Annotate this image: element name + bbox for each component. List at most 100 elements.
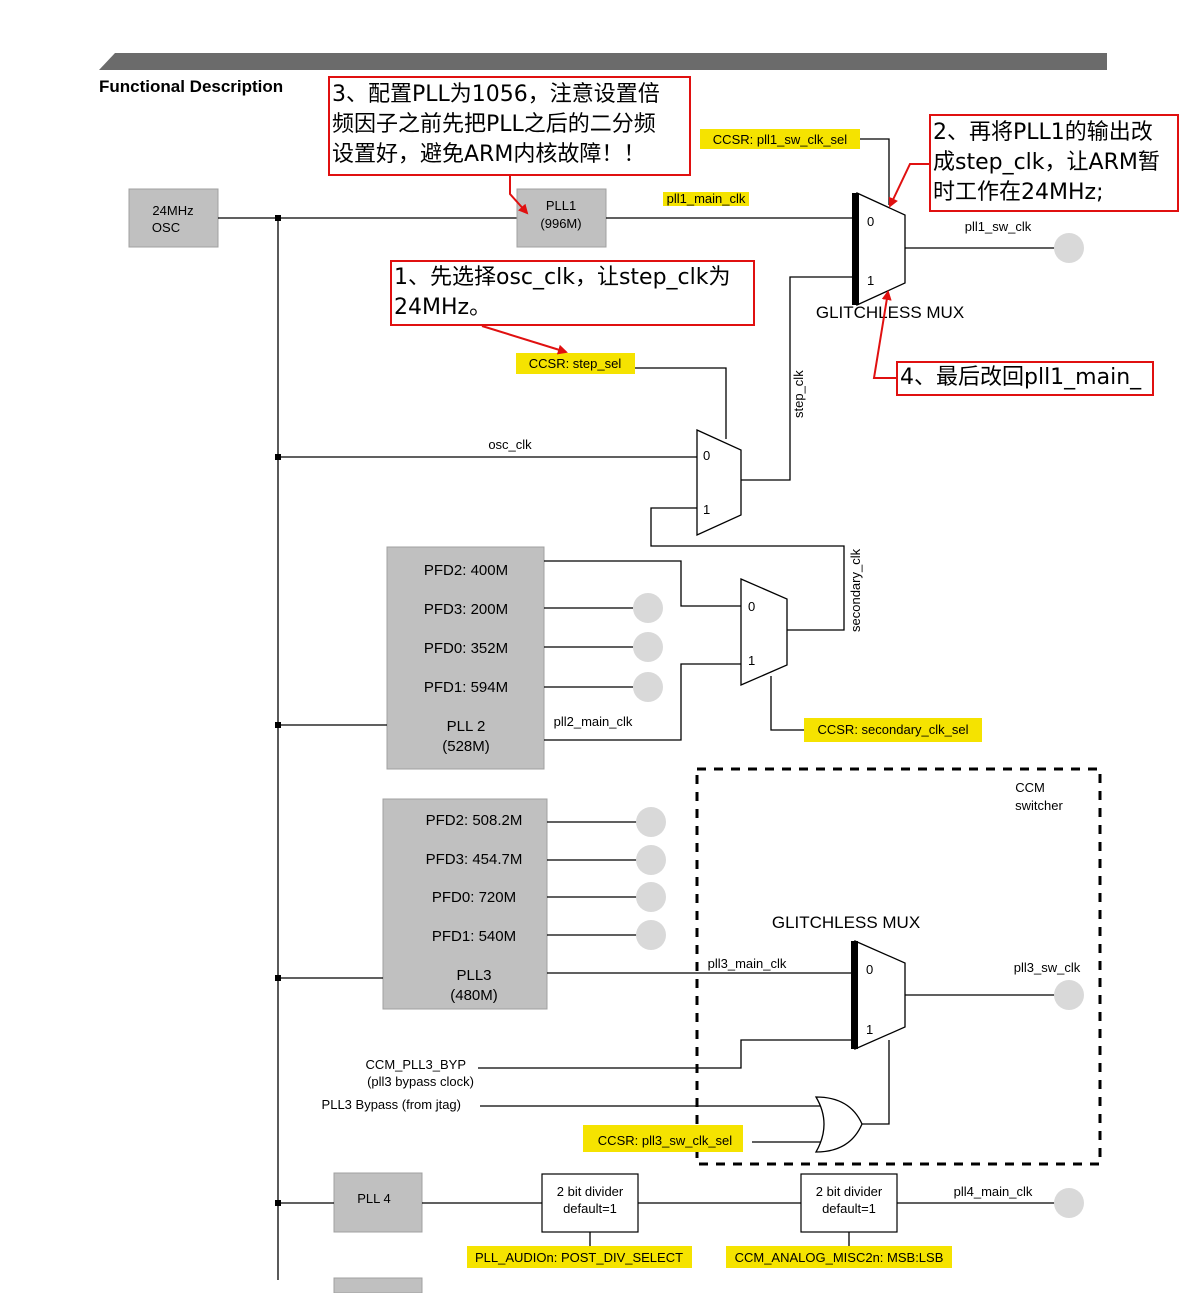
- svg-text:1: 1: [866, 1022, 873, 1037]
- pll3-freq: (480M): [450, 987, 498, 1004]
- pll2-pfd1-label: PFD1: 594M: [424, 679, 508, 696]
- pll2-freq: (528M): [442, 738, 490, 755]
- pll3-pfd3-label: PFD3: 454.7M: [426, 851, 523, 868]
- step-mux: 0 1: [696, 428, 742, 537]
- output-terminal: [1054, 1188, 1084, 1218]
- glitchless-mux-label-1: GLITCHLESS MUX: [816, 303, 964, 322]
- pll1-sw-clk-sel-highlight: [700, 129, 860, 149]
- svg-text:3、配置PLL为1056，注意设置倍: 3、配置PLL为1056，注意设置倍: [332, 82, 660, 107]
- pll3-sw-clk-sel-label: CCSR: pll3_sw_clk_sel: [598, 1133, 732, 1148]
- annotation-step4-arrow: [872, 290, 897, 379]
- post-div-select-label: PLL_AUDIOn: POST_DIV_SELECT: [475, 1250, 683, 1265]
- pll3-pfd1-label: PFD1: 540M: [432, 928, 516, 945]
- divider-2: 2 bit divider default=1: [800, 1173, 898, 1233]
- output-terminal: [636, 882, 666, 912]
- pll3-byp-label: CCM_PLL3_BYP: [366, 1057, 466, 1072]
- ccm-switcher-label: CCM: [1015, 780, 1045, 795]
- step-clk-label: step_clk: [791, 370, 806, 418]
- pll2-pfd3-label: PFD3: 200M: [424, 601, 508, 618]
- svg-text:(996M): (996M): [540, 216, 581, 231]
- ccm-switcher-region: [695, 767, 1102, 1166]
- pll1-sw-clk-sel-label: CCSR: pll1_sw_clk_sel: [713, 132, 847, 147]
- svg-text:时工作在24MHz;: 时工作在24MHz;: [933, 180, 1103, 205]
- pll4-block: PLL 4: [333, 1172, 423, 1233]
- svg-text:1: 1: [867, 273, 874, 288]
- svg-text:1、先选择osc_clk，让step_clk为: 1、先选择osc_clk，让step_clk为: [394, 265, 731, 290]
- pll2-name: PLL 2: [447, 718, 486, 735]
- annotation-step3: 3、配置PLL为1056，注意设置倍 频因子之前先把PLL之后的二分频 设置好，…: [328, 76, 691, 176]
- cut-off-block: [333, 1277, 423, 1293]
- svg-text:default=1: default=1: [563, 1201, 617, 1216]
- output-terminal: [636, 845, 666, 875]
- section-title: Functional Description: [99, 77, 283, 96]
- output-terminal: [633, 672, 663, 702]
- pll3-pfd2-label: PFD2: 508.2M: [426, 812, 523, 829]
- osc-clk-label: osc_clk: [488, 437, 532, 452]
- osc-24mhz-block: 24MHz OSC: [128, 188, 219, 248]
- secondary-clk-sel-label: CCSR: secondary_clk_sel: [817, 722, 968, 737]
- svg-text:default=1: default=1: [822, 1201, 876, 1216]
- post-div-select-highlight: [467, 1246, 692, 1268]
- svg-text:2 bit divider: 2 bit divider: [557, 1184, 624, 1199]
- secondary-clk-sel-wire: [770, 676, 804, 731]
- pll2-main-clk-wire: [544, 663, 741, 741]
- divider-1: 2 bit divider default=1: [541, 1173, 639, 1233]
- pll2-pfd2-label: PFD2: 400M: [424, 562, 508, 579]
- glitchless-mux-pll3: 0 1: [851, 940, 906, 1050]
- svg-text:成step_clk，让ARM暂: 成step_clk，让ARM暂: [933, 150, 1160, 175]
- svg-text:0: 0: [867, 214, 874, 229]
- svg-text:1: 1: [703, 502, 710, 517]
- svg-text:2 bit divider: 2 bit divider: [816, 1184, 883, 1199]
- svg-text:0: 0: [866, 962, 873, 977]
- svg-text:0: 0: [748, 599, 755, 614]
- svg-text:24MHz: 24MHz: [152, 203, 193, 218]
- secondary-clk-sel-highlight: [804, 718, 982, 742]
- or-gate-output-wire: [862, 1040, 890, 1125]
- pll3-byp-sublabel: (pll3 bypass clock): [367, 1074, 474, 1089]
- header-bar: [99, 53, 1107, 70]
- output-terminal: [1054, 980, 1084, 1010]
- pll1-block: PLL1 (996M): [516, 188, 607, 248]
- svg-text:2、再将PLL1的输出改: 2、再将PLL1的输出改: [933, 120, 1153, 145]
- step-sel-label: CCSR: step_sel: [529, 356, 622, 371]
- glitchless-mux-label-2: GLITCHLESS MUX: [772, 913, 920, 932]
- misc2-highlight: [726, 1246, 952, 1268]
- secondary-mux: 0 1: [740, 578, 788, 686]
- svg-text:OSC: OSC: [152, 220, 180, 235]
- pll2-pfd2-wire: [544, 560, 741, 607]
- svg-text:PLL1: PLL1: [546, 198, 576, 213]
- svg-text:24MHz。: 24MHz。: [394, 295, 491, 320]
- svg-text:设置好，避免ARM内核故障！！: 设置好，避免ARM内核故障！！: [332, 142, 645, 167]
- pll3-name: PLL3: [456, 967, 491, 984]
- svg-text:PLL 4: PLL 4: [357, 1191, 391, 1206]
- secondary-clk-label: secondary_clk: [848, 548, 863, 632]
- svg-text:4、最后改回pll1_main_: 4、最后改回pll1_main_: [900, 365, 1142, 390]
- pll2-block: PFD2: 400M PFD3: 200M PFD0: 352M PFD1: 5…: [386, 546, 545, 770]
- output-terminal: [633, 632, 663, 662]
- pll3-sw-clk-label: pll3_sw_clk: [1014, 960, 1081, 975]
- pll1-main-clk-highlight: [663, 192, 749, 206]
- pll3-jtag-label: PLL3 Bypass (from jtag): [322, 1097, 461, 1112]
- step-clk-wire: [741, 276, 857, 481]
- pll1-sw-clk-sel-wire: [860, 138, 890, 205]
- pll3-block: PFD2: 508.2M PFD3: 454.7M PFD0: 720M PFD…: [382, 798, 548, 1010]
- pll2-pfd0-label: PFD0: 352M: [424, 640, 508, 657]
- annotation-step2-arrow: [888, 163, 930, 208]
- ccm-switcher-label-2: switcher: [1015, 798, 1063, 813]
- annotation-step3-arrow: [509, 175, 529, 215]
- secondary-clk-wire: [650, 507, 845, 631]
- pll3-pfd0-label: PFD0: 720M: [432, 889, 516, 906]
- pll1-sw-clk-label: pll1_sw_clk: [965, 219, 1032, 234]
- svg-text:频因子之前先把PLL之后的二分频: 频因子之前先把PLL之后的二分频: [332, 112, 656, 137]
- misc2-label: CCM_ANALOG_MISC2n: MSB:LSB: [735, 1250, 944, 1265]
- output-terminal: [633, 593, 663, 623]
- or-gate: [814, 1096, 863, 1153]
- pll2-main-clk-label: pll2_main_clk: [554, 714, 633, 729]
- pll1-main-clk-label: pll1_main_clk: [667, 191, 746, 206]
- output-terminal: [1054, 233, 1084, 263]
- svg-text:0: 0: [703, 448, 710, 463]
- pll3-byp-wire: [478, 1039, 855, 1069]
- pll4-main-clk-label: pll4_main_clk: [954, 1184, 1033, 1199]
- pll3-main-clk-label: pll3_main_clk: [708, 956, 787, 971]
